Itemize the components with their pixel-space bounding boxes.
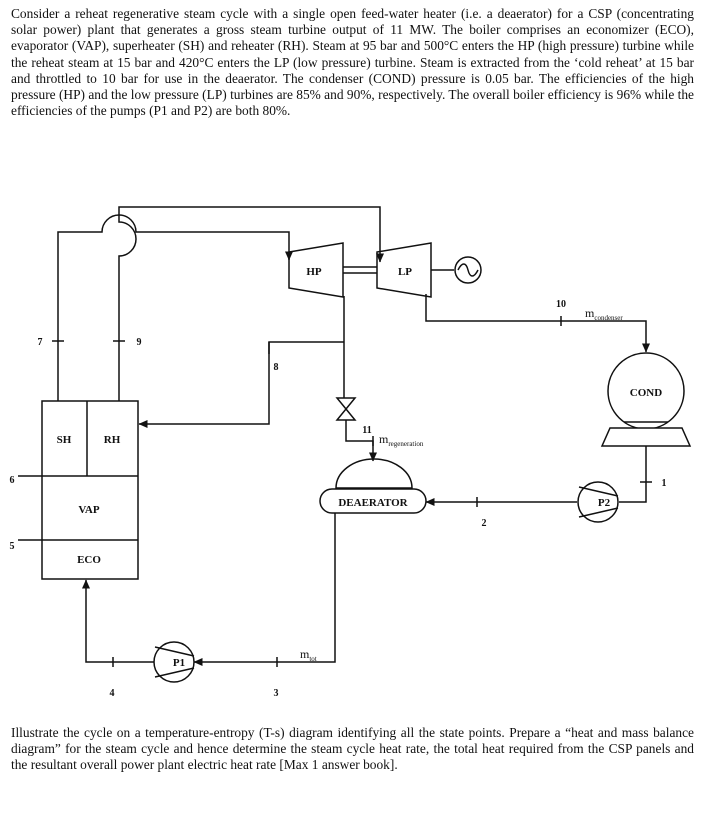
svg-text:mcondenser: mcondenser <box>585 306 623 322</box>
pipe-hot-reheat <box>118 206 384 401</box>
state-9: 9 <box>137 337 142 348</box>
vap-label: VAP <box>78 504 99 516</box>
lp-label: LP <box>398 266 412 278</box>
state-7: 7 <box>38 337 43 348</box>
cond-label: COND <box>630 387 662 399</box>
hp-label: HP <box>306 266 322 278</box>
state-10: 10 <box>556 299 566 310</box>
throttle-valve-icon <box>335 397 357 421</box>
state-11: 11 <box>362 425 371 436</box>
pump-p2: P2 <box>577 481 619 523</box>
flow-label-condenser: mcondenser <box>585 306 623 322</box>
pipe-feedwater-high <box>82 579 154 663</box>
pipe-lp-exhaust <box>425 294 650 353</box>
eco-label: ECO <box>77 554 101 566</box>
pipe-cold-reheat-branch <box>138 341 344 428</box>
state-8: 8 <box>274 362 279 373</box>
state-6: 6 <box>10 475 15 486</box>
pipe-condensate <box>619 446 647 503</box>
deaerator: DEAERATOR <box>319 458 427 514</box>
condenser: COND <box>600 352 692 447</box>
generator-icon <box>454 256 482 284</box>
hp-turbine: HP <box>288 242 344 298</box>
state-3: 3 <box>274 688 279 699</box>
flow-label-tot: mtot <box>300 647 317 663</box>
pump-p1: P1 <box>153 641 195 683</box>
svg-text:mregeneration: mregeneration <box>379 432 424 448</box>
p2-label: P2 <box>598 497 611 509</box>
problem-task: Illustrate the cycle on a temperature-en… <box>11 725 694 773</box>
boiler: SH RH VAP ECO <box>41 400 139 580</box>
sh-label: SH <box>57 434 72 446</box>
rh-label: RH <box>104 434 121 446</box>
deaerator-label: DEAERATOR <box>338 497 408 509</box>
state-4: 4 <box>110 688 115 699</box>
pipe-extraction <box>345 420 377 462</box>
pipe-deaerator-outlet <box>193 513 336 666</box>
state-2: 2 <box>482 518 487 529</box>
state-5: 5 <box>10 541 15 552</box>
flow-label-regeneration: mregeneration <box>379 432 424 448</box>
p1-label: P1 <box>173 657 185 669</box>
pipe-main-steam <box>57 214 293 401</box>
problem-intro: Consider a reheat regenerative steam cyc… <box>11 6 694 119</box>
svg-text:mtot: mtot <box>300 647 317 663</box>
state-1: 1 <box>662 478 667 489</box>
lp-turbine: LP <box>376 242 432 298</box>
